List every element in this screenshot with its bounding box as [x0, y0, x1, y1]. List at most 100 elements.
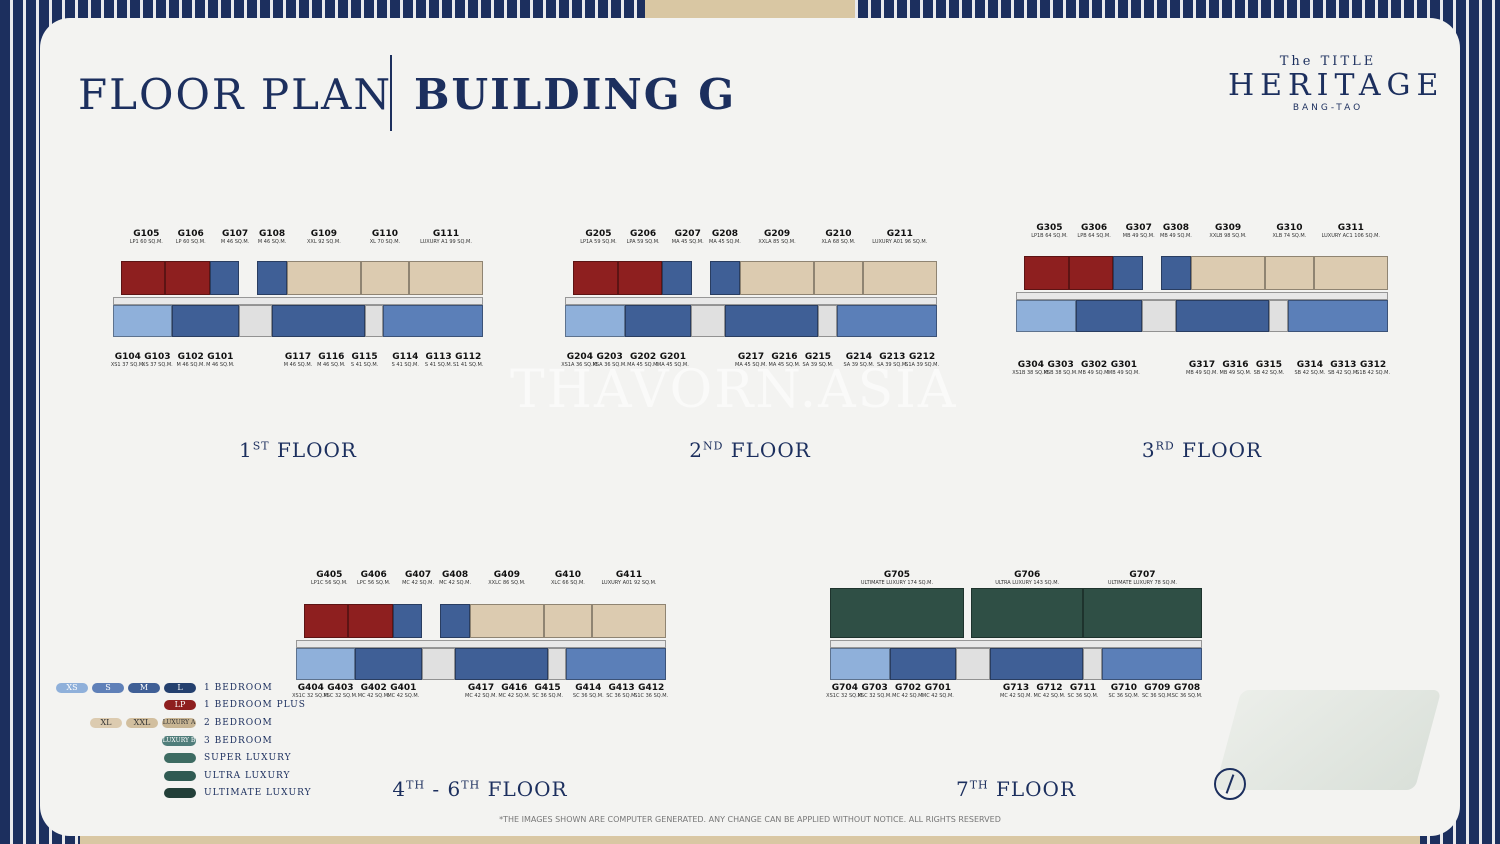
- floor-title: 1ST FLOOR: [239, 438, 357, 462]
- floor-plan-3: [1016, 240, 1388, 340]
- unit-block-xl: [360, 261, 409, 295]
- legend-chip: S: [92, 683, 124, 693]
- unit-label: G316: [1222, 360, 1249, 370]
- unit-block-ultimate: [1082, 588, 1202, 638]
- unit-label: G217: [737, 352, 765, 362]
- unit-block-luxury: [592, 604, 666, 638]
- legend-chip: L: [164, 683, 196, 693]
- unit-size: XXLA 85 SQ.M.: [758, 239, 796, 245]
- unit-size: ULTIMATE LUXURY 78 SQ.M.: [1107, 580, 1178, 586]
- unit-block-xs: [296, 648, 356, 680]
- unit-label: G108: [259, 229, 286, 239]
- unit-label: G412: [638, 683, 665, 693]
- site-minimap: [1214, 690, 1442, 790]
- unit-block-luxury: [1313, 256, 1388, 290]
- page-title: FLOOR PLAN: [78, 70, 393, 119]
- unit-size: MC 42 SQ.M.: [921, 693, 954, 699]
- floor-plan-4: [296, 588, 666, 688]
- unit-size: XLC 66 SQ.M.: [551, 580, 585, 586]
- unit-label: G104: [114, 352, 141, 362]
- unit-size: LUXURY AC1 106 SQ.M.: [1321, 233, 1381, 239]
- core: [1142, 300, 1176, 332]
- unit-block-lp: [121, 261, 166, 295]
- unit-label: G407: [405, 570, 432, 580]
- logo-line1: The TITLE: [1279, 54, 1377, 69]
- core: [691, 305, 725, 337]
- unit-label: G413: [608, 683, 635, 693]
- unit-size: XLA 68 SQ.M.: [821, 239, 856, 245]
- unit-size: XS1C 32 SQ.M.: [292, 693, 330, 699]
- unit-label: G116: [318, 352, 345, 362]
- unit-block-xxl: [286, 261, 361, 295]
- floor-plan-2: [565, 245, 937, 345]
- unit-size: LP1A 59 SQ.M.: [580, 239, 617, 245]
- unit-label: G415: [534, 683, 561, 693]
- unit-size: LPB 64 SQ.M.: [1077, 233, 1111, 239]
- legend-chips: LUXURY B: [162, 736, 196, 746]
- core: [238, 305, 273, 337]
- unit-size: M 46 SQ.M.: [220, 239, 250, 245]
- legend-chips: LP: [164, 700, 196, 710]
- unit-label: G101: [207, 352, 234, 362]
- unit-block-m: [889, 648, 957, 680]
- unit-label: G311: [1337, 223, 1364, 233]
- unit-label: G117: [284, 352, 312, 362]
- unit-block-m: [172, 305, 239, 337]
- unit-size: S1 41 SQ.M.: [452, 362, 484, 368]
- unit-block-lp: [573, 261, 618, 295]
- unit-label: G213: [879, 352, 906, 362]
- legend-chip: XXL: [126, 718, 158, 728]
- unit-size: MC 42 SQ.M.: [439, 580, 472, 586]
- unit-label: G310: [1276, 223, 1303, 233]
- unit-size: M 46 SQ.M.: [176, 362, 205, 368]
- legend-chip: M: [128, 683, 160, 693]
- unit-label: G706: [1014, 570, 1041, 580]
- unit-label: G115: [351, 352, 378, 362]
- unit-size: M 46 SQ.M.: [257, 239, 287, 245]
- legend-label: ULTIMATE LUXURY: [204, 788, 312, 798]
- floor-title: 2ND FLOOR: [689, 438, 811, 462]
- unit-label: G206: [630, 229, 657, 239]
- unit-label: G406: [360, 570, 387, 580]
- unit-block-s: [566, 648, 666, 680]
- unit-label: G411: [615, 570, 643, 580]
- legend-chip: [164, 753, 196, 763]
- unit-block-lp: [617, 261, 663, 295]
- unit-block-lp: [165, 261, 210, 295]
- unit-block-m: [662, 261, 693, 295]
- unit-size: MC 42 SQ.M.: [387, 693, 420, 699]
- floor-plan-1: [113, 245, 483, 345]
- unit-size: MB 49 SQ.M.: [1219, 370, 1252, 376]
- unit-size: LPC 56 SQ.M.: [356, 580, 391, 586]
- compass-icon: [1214, 768, 1246, 800]
- unit-block-ultra: [971, 588, 1083, 638]
- unit-block-m: [1075, 300, 1143, 332]
- unit-label: G103: [144, 352, 171, 362]
- unit-size: ULTRA LUXURY 143 SQ.M.: [995, 580, 1060, 586]
- unit-size: XS 37 SQ.M.: [142, 362, 173, 368]
- stair: [817, 305, 837, 337]
- unit-size: XSC 32 SQ.M.: [323, 693, 358, 699]
- unit-size: LP 60 SQ.M.: [175, 239, 206, 245]
- building-title: BUILDING G: [414, 70, 737, 119]
- unit-block-luxury: [409, 261, 483, 295]
- unit-size: SC 36 SQ.M.: [1108, 693, 1140, 699]
- unit-block-xs: [830, 648, 890, 680]
- unit-label: G211: [886, 229, 913, 239]
- unit-block-luxury: [862, 261, 937, 295]
- unit-label: G307: [1125, 223, 1152, 233]
- unit-label: G710: [1110, 683, 1137, 693]
- unit-size: SC 36 SQ.M.: [606, 693, 637, 699]
- unit-size: MA 45 SQ.M.: [627, 362, 660, 368]
- unit-label: G417: [467, 683, 495, 693]
- unit-size: LUXURY A1 99 SQ.M.: [420, 239, 472, 245]
- unit-label: G111: [432, 229, 460, 239]
- unit-size: SC 36 SQ.M.: [532, 693, 563, 699]
- unit-block-xl: [814, 261, 863, 295]
- unit-label: G404: [297, 683, 324, 693]
- unit-size: MC 42 SQ.M.: [1000, 693, 1032, 699]
- unit-block-xxl: [469, 604, 544, 638]
- legend-chips: [164, 753, 196, 763]
- floor-title: 4TH - 6TH FLOOR: [392, 777, 568, 801]
- unit-size: XSB 38 SQ.M.: [1043, 370, 1078, 376]
